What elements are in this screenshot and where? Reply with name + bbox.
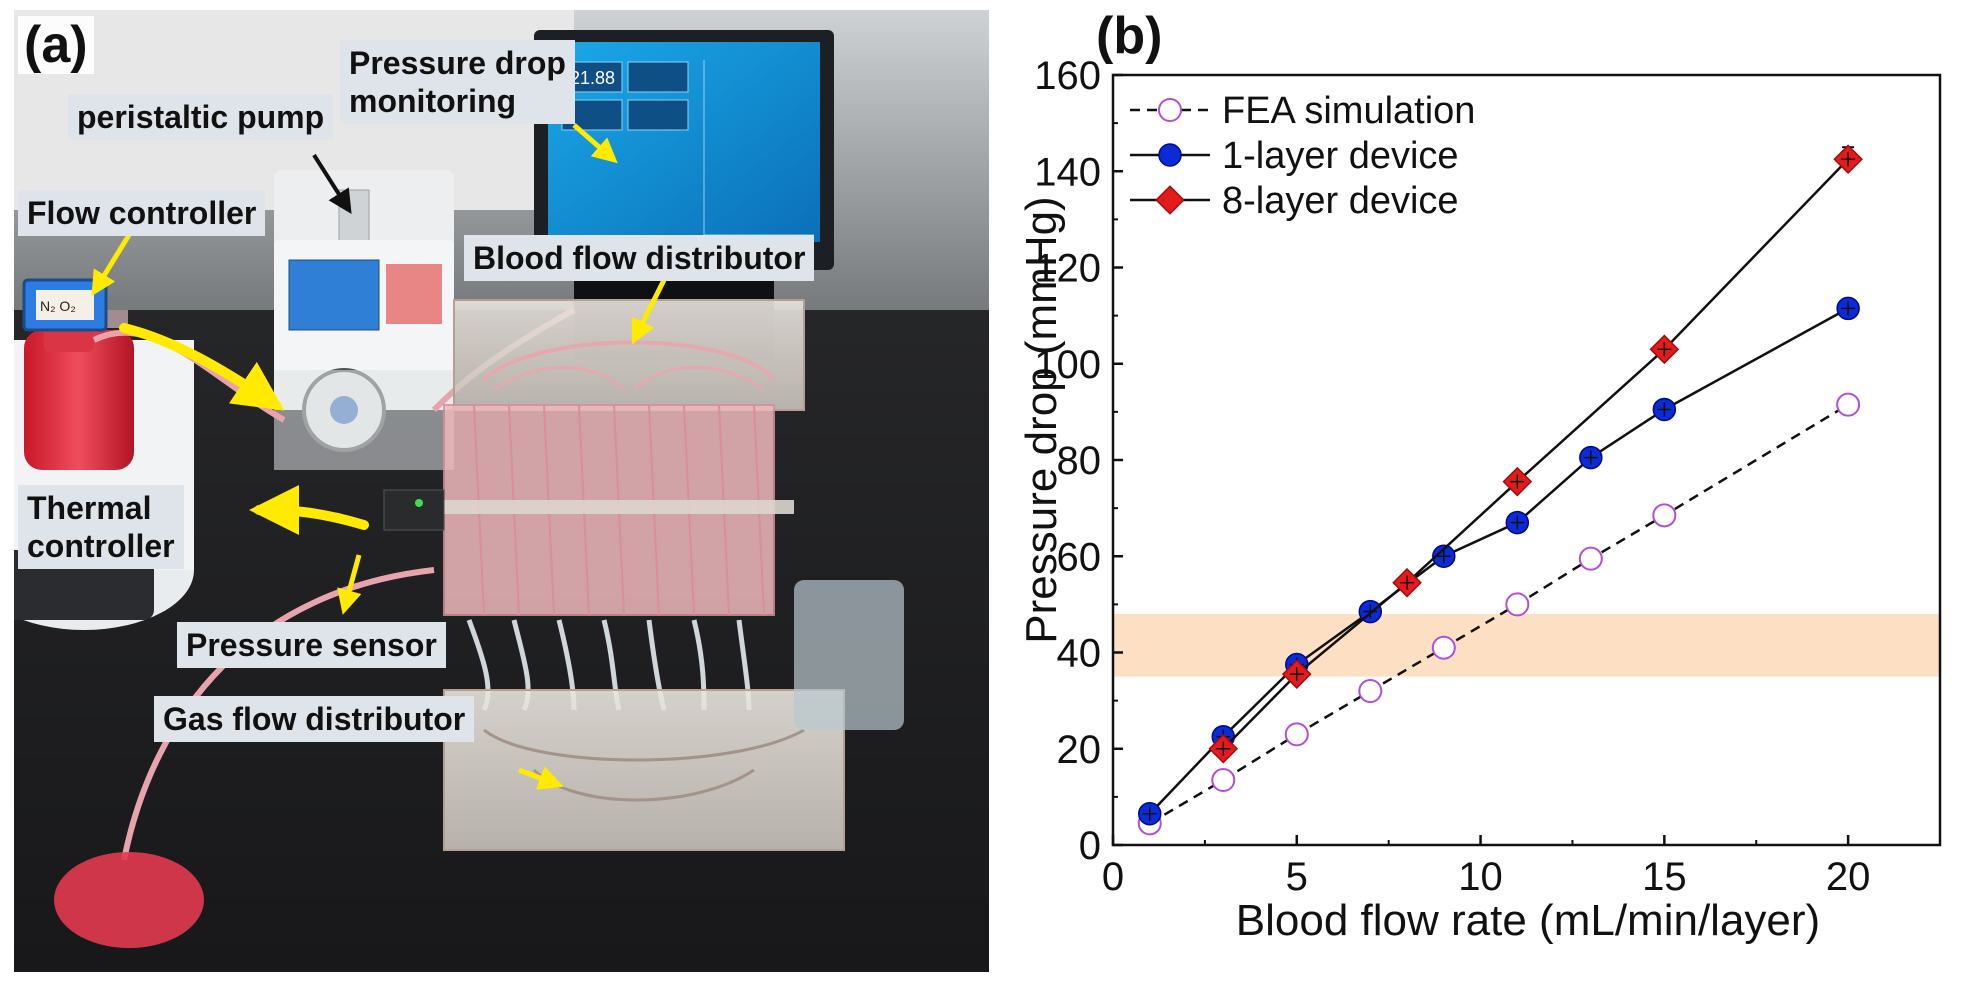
data-point <box>1284 722 1309 747</box>
peristaltic-pump <box>274 170 454 470</box>
series-line <box>1222 158 1850 750</box>
legend-marker <box>1158 143 1182 167</box>
series-1-layer-device <box>1138 296 1860 826</box>
glass-beaker <box>794 580 904 730</box>
target-pressure-band-layer <box>1113 614 1940 677</box>
pressure-drop-chart: 0 5 10 15 20 0 20 40 60 80 100 120 140 160 FEA simula… <box>1017 54 1942 945</box>
panel-a-label: (a) <box>18 16 94 74</box>
y-tick-label: 160 <box>1034 54 1101 98</box>
blood-flow-distributor-plate <box>453 299 805 411</box>
black-pointer-line <box>312 153 352 215</box>
x-tick-label: 5 <box>1286 855 1308 899</box>
y-tick-label: 80 <box>1057 439 1102 483</box>
y-tick-label: 20 <box>1057 728 1102 772</box>
series-fea-simulation <box>1137 392 1861 836</box>
legend-entry: FEA simulation <box>1130 90 1475 132</box>
series-layer <box>1137 144 1863 836</box>
shaded-target-band <box>1113 614 1940 677</box>
panel-b-label: (b) <box>1096 7 1163 65</box>
series-line <box>1148 307 1849 815</box>
legend-entry: 8-layer device <box>1130 180 1459 222</box>
flow-controller-display-text: N₂ O₂ <box>40 298 76 314</box>
flow-controller-device: N₂ O₂ <box>22 278 108 332</box>
x-tick-label: 20 <box>1826 855 1871 899</box>
y-tick-label: 0 <box>1079 824 1101 868</box>
y-tick-label: 60 <box>1057 535 1102 579</box>
legend-label: FEA simulation <box>1222 90 1475 132</box>
callout-peristaltic-pump: peristaltic pump <box>68 94 334 140</box>
x-tick-label: 15 <box>1642 855 1687 899</box>
red-beaker <box>54 852 204 948</box>
data-point <box>1505 592 1530 617</box>
legend-entry: 1-layer device <box>1130 135 1459 177</box>
legend-marker <box>1155 185 1185 215</box>
data-point <box>1836 392 1861 417</box>
callout-blood-flow-distributor: Blood flow distributor <box>464 235 815 281</box>
y-tick-label: 120 <box>1034 247 1101 291</box>
monitor-reading-text: 21.88 <box>570 68 615 88</box>
x-tick-label: 0 <box>1102 855 1124 899</box>
x-axis-label: Blood flow rate (mL/min/layer) <box>1236 896 1820 945</box>
series-8-layer-device <box>1208 144 1863 764</box>
callout-gas-flow-distributor: Gas flow distributor <box>154 696 475 742</box>
data-point <box>1431 635 1456 660</box>
y-tick-label: 40 <box>1057 632 1102 676</box>
gas-flow-distributor-plate <box>443 689 845 851</box>
legend-label: 1-layer device <box>1222 135 1459 177</box>
legend-label: 8-layer device <box>1222 180 1459 222</box>
pressure-drop-chart-panel: 0 5 10 15 20 0 20 40 60 80 100 120 140 160 FEA simula… <box>1000 0 1969 982</box>
callout-pressure-drop-monitoring: Pressure drop monitoring <box>340 40 575 124</box>
y-tick-label: 140 <box>1034 150 1101 194</box>
data-point <box>1578 546 1603 571</box>
pressure-sensor-device <box>383 489 445 531</box>
yellow-flow-arrows <box>119 323 369 536</box>
multilayer-oxygenator-device <box>443 299 845 851</box>
y-axis-label: Pressure drop (mmHg) <box>1017 196 1066 643</box>
data-point <box>1211 768 1236 793</box>
experimental-setup-photo-panel: 21.88 <box>14 10 989 972</box>
data-point <box>1652 503 1677 528</box>
data-point <box>1358 679 1383 703</box>
legend-marker <box>1158 98 1182 122</box>
axes-layer: 0 5 10 15 20 0 20 40 60 80 100 120 140 160 <box>1034 54 1942 899</box>
callout-thermal-controller: Thermal controller <box>18 485 184 569</box>
y-tick-label: 100 <box>1034 343 1101 387</box>
callout-pressure-sensor: Pressure sensor <box>177 622 446 668</box>
callout-flow-controller: Flow controller <box>18 190 266 236</box>
x-tick-label: 10 <box>1458 855 1503 899</box>
